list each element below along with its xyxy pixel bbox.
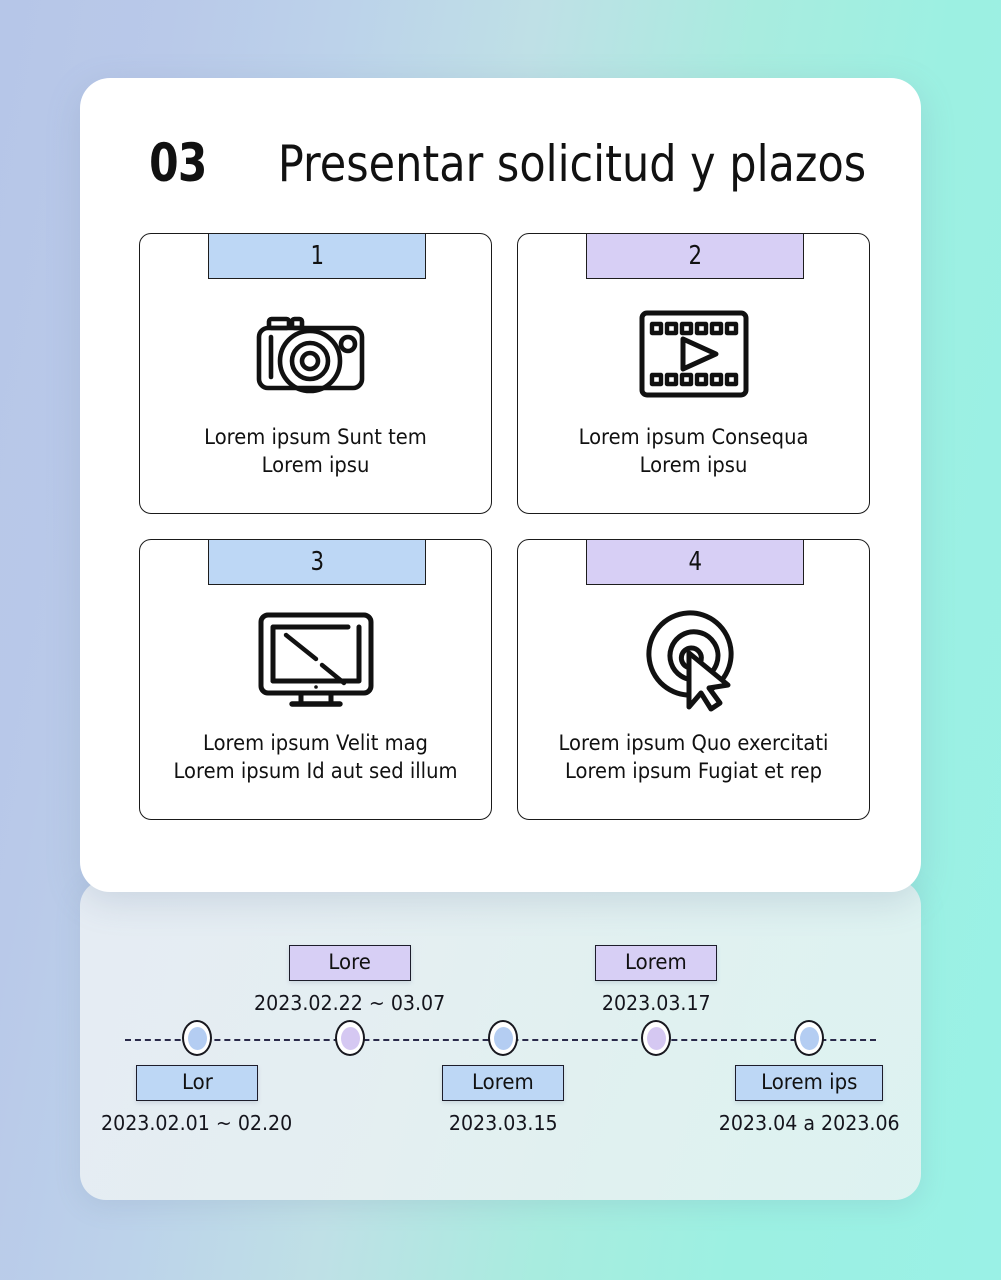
card-text-line2: Lorem ipsum Fugiat et rep bbox=[564, 758, 823, 783]
timeline-date: 2023.02.01 ~ 02.20 bbox=[67, 1111, 327, 1135]
timeline-label-box[interactable]: Lore bbox=[289, 945, 411, 981]
card-text-line2: Lorem ipsum Id aut sed illum bbox=[173, 758, 458, 783]
card-description: Lorem ipsum Velit mag Lorem ipsum Id aut… bbox=[148, 730, 483, 785]
card-item[interactable]: 1 Lorem ipsum Sunt tem bbox=[139, 233, 492, 514]
card-text-line2: Lorem ipsu bbox=[261, 452, 370, 477]
timeline-entry: Lore 2023.02.22 ~ 03.07 bbox=[220, 945, 480, 1015]
timeline-dot[interactable] bbox=[794, 1020, 824, 1056]
timeline-entry: Lorem 2023.03.15 bbox=[373, 1065, 633, 1135]
card-text-line1: Lorem ipsum Sunt tem bbox=[204, 425, 427, 449]
timeline-date-text: 2023.02.22 ~ 03.07 bbox=[254, 991, 446, 1015]
card-text-line1: Lorem ipsum Consequa bbox=[578, 425, 809, 449]
timeline-label-box[interactable]: Lorem bbox=[442, 1065, 564, 1101]
card-description: Lorem ipsum Consequa Lorem ipsu bbox=[526, 424, 861, 479]
timeline-label-text: Lorem bbox=[625, 950, 687, 974]
card-badge-number: 3 bbox=[310, 547, 324, 577]
timeline-dot-fill bbox=[799, 1026, 819, 1050]
card-description: Lorem ipsum Sunt tem Lorem ipsu bbox=[148, 424, 483, 479]
timeline-date: 2023.03.15 bbox=[373, 1111, 633, 1135]
card-grid: 1 Lorem ipsum Sunt tem bbox=[139, 233, 870, 820]
timeline-date: 2023.03.17 bbox=[526, 991, 786, 1015]
timeline-date: 2023.04 a 2023.06 bbox=[679, 1111, 939, 1135]
card-badge: 1 bbox=[208, 233, 426, 279]
card-item[interactable]: 4 Lorem ipsum Quo exercitati Lorem ipsum… bbox=[517, 539, 870, 820]
film-play-icon bbox=[518, 296, 869, 412]
timeline-label-box[interactable]: Lorem ips bbox=[734, 1065, 884, 1101]
card-item[interactable]: 2 bbox=[517, 233, 870, 514]
card-badge: 2 bbox=[586, 233, 804, 279]
timeline-date-text: 2023.03.15 bbox=[448, 1111, 558, 1135]
card-item[interactable]: 3 Lorem ipsum Velit mag bbox=[139, 539, 492, 820]
timeline-label-text: Lore bbox=[328, 950, 372, 974]
title-heading-text: Presentar solicitud y plazos bbox=[277, 135, 866, 193]
card-text-line1: Lorem ipsum Velit mag bbox=[203, 731, 428, 755]
timeline-label-box[interactable]: Lor bbox=[136, 1065, 258, 1101]
timeline-label-text: Lor bbox=[181, 1070, 213, 1094]
card-badge: 3 bbox=[208, 539, 426, 585]
timeline-date: 2023.02.22 ~ 03.07 bbox=[220, 991, 480, 1015]
content-panel: 03 Presentar solicitud y plazos 1 bbox=[80, 78, 921, 892]
card-description: Lorem ipsum Quo exercitati Lorem ipsum F… bbox=[526, 730, 861, 785]
title-step-number: 03 bbox=[149, 133, 207, 194]
card-text-line2: Lorem ipsu bbox=[639, 452, 748, 477]
timeline-dot[interactable] bbox=[335, 1020, 365, 1056]
card-badge: 4 bbox=[586, 539, 804, 585]
card-badge-number: 4 bbox=[688, 547, 702, 577]
timeline-entry: Lorem ips 2023.04 a 2023.06 bbox=[679, 1065, 939, 1135]
timeline-date-text: 2023.02.01 ~ 02.20 bbox=[101, 1111, 293, 1135]
target-click-icon bbox=[518, 602, 869, 718]
timeline-entry: Lor 2023.02.01 ~ 02.20 bbox=[67, 1065, 327, 1135]
timeline-label-text: Lorem bbox=[472, 1070, 534, 1094]
page-title: 03 Presentar solicitud y plazos bbox=[142, 133, 914, 194]
card-text-line1: Lorem ipsum Quo exercitati bbox=[558, 731, 829, 755]
timeline-label-box[interactable]: Lorem bbox=[595, 945, 717, 981]
timeline-dot-fill bbox=[340, 1026, 360, 1050]
card-badge-number: 2 bbox=[688, 241, 702, 271]
timeline-label-text: Lorem ips bbox=[760, 1070, 858, 1094]
card-badge-number: 1 bbox=[310, 241, 324, 271]
timeline-dot-fill bbox=[493, 1026, 513, 1050]
timeline-date-text: 2023.03.17 bbox=[601, 991, 711, 1015]
timeline-dot[interactable] bbox=[488, 1020, 518, 1056]
timeline-dot-fill bbox=[646, 1026, 666, 1050]
timeline-entry: Lorem 2023.03.17 bbox=[526, 945, 786, 1015]
timeline-dot[interactable] bbox=[641, 1020, 671, 1056]
timeline-dot-fill bbox=[187, 1026, 207, 1050]
timeline: Lor 2023.02.01 ~ 02.20 Lore 2023.02.22 ~… bbox=[80, 905, 921, 1175]
camera-icon bbox=[140, 296, 491, 412]
timeline-dot[interactable] bbox=[182, 1020, 212, 1056]
monitor-icon bbox=[140, 602, 491, 718]
timeline-date-text: 2023.04 a 2023.06 bbox=[718, 1111, 900, 1135]
